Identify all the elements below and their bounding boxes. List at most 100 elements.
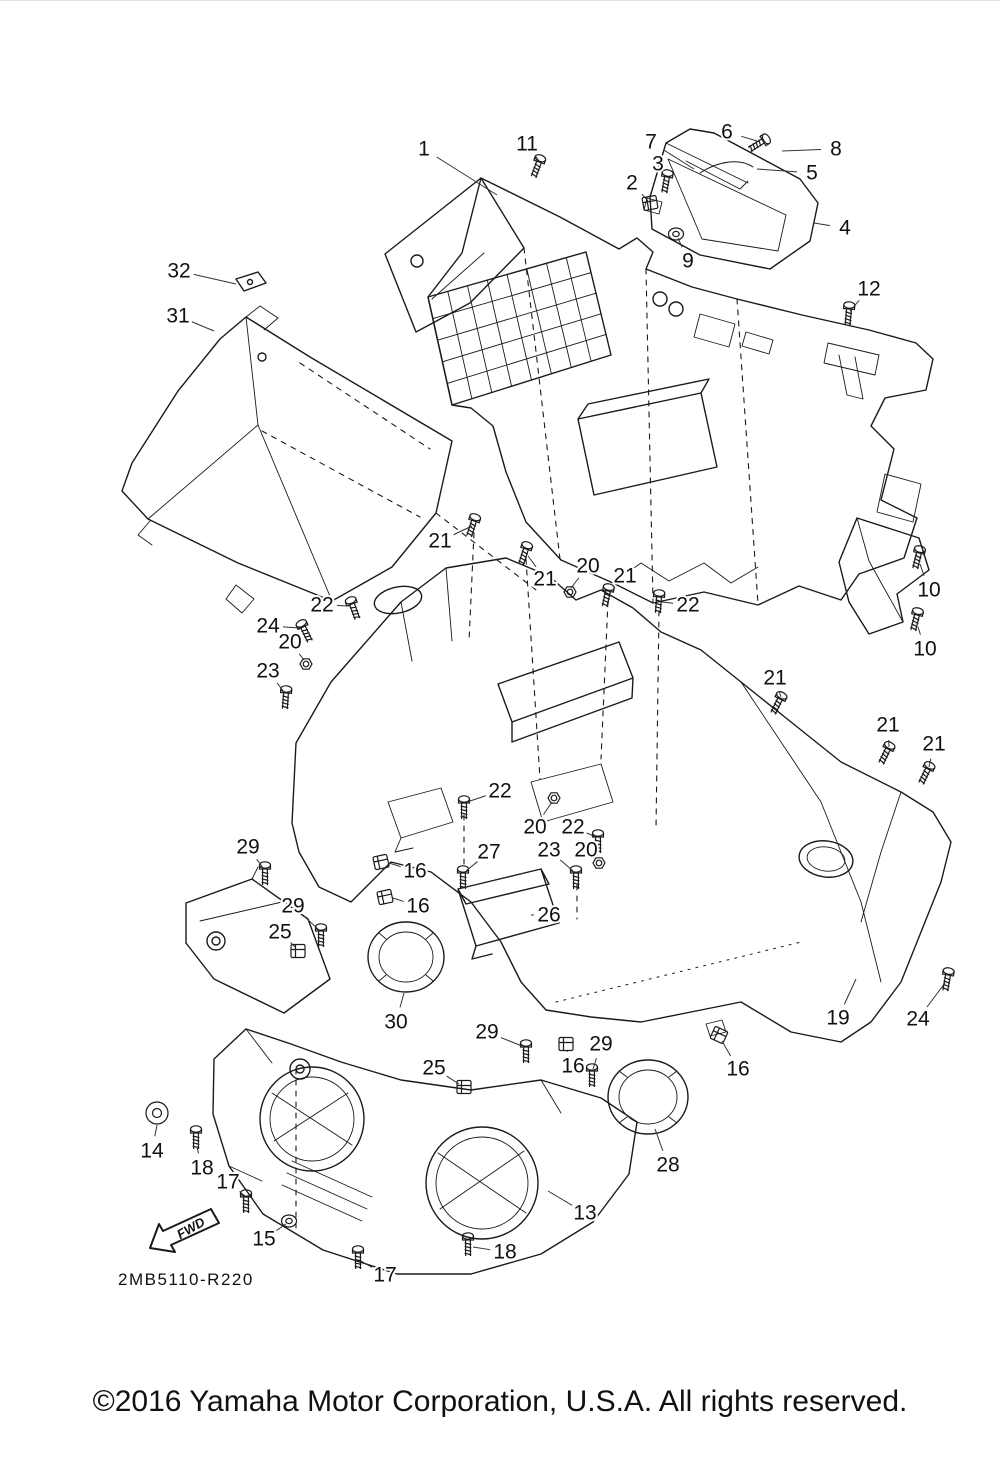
leader-line: [194, 274, 236, 284]
leader-line: [662, 602, 673, 603]
callout-number: 16: [403, 860, 426, 883]
leader-line: [918, 627, 920, 635]
callout-number: 22: [561, 816, 584, 839]
callout-number: 24: [906, 1008, 930, 1031]
clip-icon: [373, 854, 389, 870]
callout-number: 20: [574, 839, 597, 862]
clip-icon: [377, 889, 393, 905]
screw-icon: [353, 1246, 364, 1269]
screw-icon: [516, 540, 534, 565]
callout-number: 8: [830, 138, 842, 161]
callout-number: 22: [676, 594, 699, 617]
callout-number: 22: [488, 780, 511, 803]
screw-icon: [842, 301, 855, 325]
callout-number: 21: [533, 568, 556, 591]
clip-icon: [457, 1081, 471, 1094]
clip-icon: [559, 1038, 573, 1051]
callout-number: 29: [236, 836, 259, 859]
screw-icon: [587, 1064, 598, 1087]
screw-icon: [910, 545, 926, 570]
callout-number: 29: [281, 895, 304, 918]
leader-line: [548, 1191, 572, 1205]
callout-number: 4: [839, 217, 851, 240]
leader-line: [920, 564, 924, 576]
headlight-bezel-right: [608, 1060, 688, 1134]
leader-line: [782, 150, 821, 151]
callout-number: 20: [278, 631, 301, 654]
front-fender-assembly: [292, 533, 951, 1042]
callout-number: 6: [721, 121, 733, 144]
nut-icon: [564, 587, 576, 597]
callout-number: 21: [922, 733, 945, 756]
callout-number: 24: [256, 615, 280, 638]
callout-number: 10: [913, 638, 936, 661]
leader-line: [447, 1076, 459, 1084]
screw-icon: [521, 1040, 532, 1063]
callout-number: 30: [384, 1011, 407, 1034]
leader-lines-layer: [155, 136, 945, 1267]
leader-line: [466, 862, 477, 871]
nut-icon: [300, 659, 312, 669]
gauge-dial: [669, 302, 683, 316]
callout-number: 27: [477, 841, 500, 864]
leader-line: [571, 578, 579, 588]
leader-line: [722, 1041, 731, 1056]
lid-stay: [686, 161, 748, 189]
leader-line: [393, 898, 404, 901]
callout-number: 23: [537, 839, 560, 862]
callout-number: 21: [763, 667, 786, 690]
leader-line: [560, 860, 573, 871]
screw-icon: [528, 153, 546, 179]
diagram-code: 2MB5110-R220: [118, 1270, 254, 1289]
callout-number: 11: [516, 133, 538, 156]
callout-number: 23: [256, 660, 279, 683]
callout-number: 29: [589, 1033, 612, 1056]
screw-icon: [571, 866, 582, 889]
callout-number: 26: [537, 904, 560, 927]
screw-icon: [916, 760, 936, 786]
leader-line: [780, 692, 781, 697]
leader-line: [814, 223, 830, 226]
washer-icon: [146, 1102, 168, 1124]
leader-line: [927, 983, 945, 1007]
callout-number: 31: [166, 305, 189, 328]
screw-icon: [747, 133, 773, 155]
callout-number: 17: [216, 1171, 239, 1194]
callout-number: 2: [626, 172, 638, 195]
callout-number: 18: [190, 1157, 213, 1180]
callout-number: 20: [523, 816, 546, 839]
callout-number: 3: [652, 153, 664, 176]
callout-number: 5: [806, 162, 818, 185]
callout-number: 21: [428, 530, 451, 553]
callout-number: 29: [475, 1021, 498, 1044]
leader-line: [528, 556, 536, 567]
nut-icon: [548, 793, 560, 803]
screw-icon: [344, 595, 362, 621]
screw-icon: [876, 740, 896, 766]
leader-line: [361, 1261, 372, 1267]
callout-number: 20: [576, 555, 599, 578]
callout-number: 18: [493, 1241, 516, 1264]
callout-number: 13: [573, 1202, 596, 1225]
callout-number: 32: [167, 260, 190, 283]
clip-icon: [291, 945, 305, 958]
dash-panel-assembly: [385, 178, 933, 634]
line-art-layer: [122, 129, 951, 1274]
fender-opening: [797, 837, 855, 880]
screw-icon: [458, 866, 469, 889]
leader-line: [299, 654, 304, 660]
callout-number: 25: [422, 1057, 445, 1080]
callout-number: 21: [876, 714, 899, 737]
screw-icon: [908, 607, 924, 632]
callout-number: 10: [917, 579, 940, 602]
callout-number: 12: [857, 278, 880, 301]
leader-line: [844, 979, 856, 1004]
leader-line: [473, 1247, 490, 1250]
callout-number: 21: [613, 565, 636, 588]
leader-line: [757, 169, 797, 172]
fender-opening: [372, 582, 424, 617]
storage-lid-panel: [644, 129, 818, 269]
leader-line: [501, 1038, 522, 1046]
